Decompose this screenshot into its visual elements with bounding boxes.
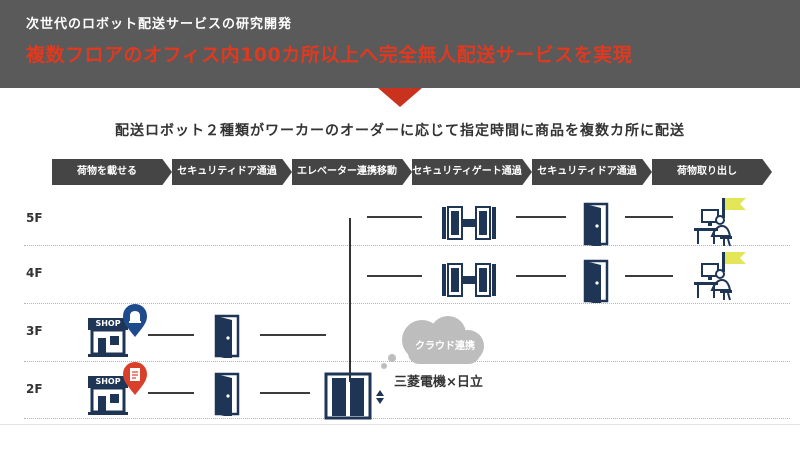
route-line <box>367 216 422 218</box>
cloud-label: クラウド連携 <box>415 341 475 352</box>
down-arrow-icon <box>378 88 422 107</box>
route-line <box>625 216 673 218</box>
shop-icon: SHOP <box>84 304 154 360</box>
route-line <box>516 216 566 218</box>
door-icon <box>583 259 609 303</box>
shop-icon: SHOP <box>84 362 154 418</box>
route-line <box>516 275 566 277</box>
security-gate-icon <box>442 263 496 297</box>
elevator-shaft-line <box>349 218 351 382</box>
lead-text: 配送ロボット２種類がワーカーのオーダーに応じて指定時間に商品を複数カ所に配送 <box>115 123 685 139</box>
floor-label-4f: 4F <box>26 266 43 280</box>
header-subtitle: 次世代のロボット配送サービスの研究開発 <box>26 17 293 32</box>
route-line <box>367 275 422 277</box>
floor-divider <box>24 245 790 246</box>
location-pin-icon <box>123 304 147 337</box>
step-security-door-2: セキュリティドア通過 <box>532 159 652 185</box>
header-title: 複数フロアのオフィス内100カ所以上へ完全無人配送サービスを実現 <box>26 44 633 66</box>
route-line <box>625 275 673 277</box>
route-line <box>148 334 194 336</box>
step-unload: 荷物取り出し <box>652 159 772 185</box>
floor-divider <box>24 303 790 304</box>
step-security-door-1: セキュリティドア通過 <box>172 159 292 185</box>
floor-label-5f: 5F <box>26 211 43 225</box>
bell-icon <box>130 311 140 321</box>
route-line <box>260 392 310 394</box>
floor-label-3f: 3F <box>26 324 43 338</box>
route-line <box>260 334 326 336</box>
floor-label-2f: 2F <box>26 382 43 396</box>
bottom-divider <box>0 424 800 425</box>
security-gate-icon <box>442 206 496 240</box>
header-banner: 次世代のロボット配送サービスの研究開発 複数フロアのオフィス内100カ所以上へ完… <box>0 0 800 88</box>
shop-sign: SHOP <box>95 319 121 328</box>
door-icon <box>214 372 240 416</box>
shop-sign: SHOP <box>95 377 121 386</box>
floor-divider <box>24 418 790 419</box>
location-pin-icon <box>123 362 147 395</box>
worker-desk-icon <box>694 252 746 301</box>
worker-desk-icon <box>694 198 746 247</box>
up-down-arrow-icon <box>376 390 384 396</box>
step-security-gate: セキュリティゲート通過 <box>412 159 532 185</box>
door-icon <box>214 314 240 358</box>
elevator-icon <box>324 372 384 420</box>
partner-text: 三菱電機×日立 <box>394 375 483 390</box>
route-line <box>148 392 194 394</box>
cloud-icon <box>381 316 484 369</box>
step-elevator: エレベーター連携移動 <box>292 159 412 185</box>
floor-divider <box>24 361 790 362</box>
door-icon <box>583 202 609 246</box>
step-load: 荷物を載せる <box>52 159 172 185</box>
